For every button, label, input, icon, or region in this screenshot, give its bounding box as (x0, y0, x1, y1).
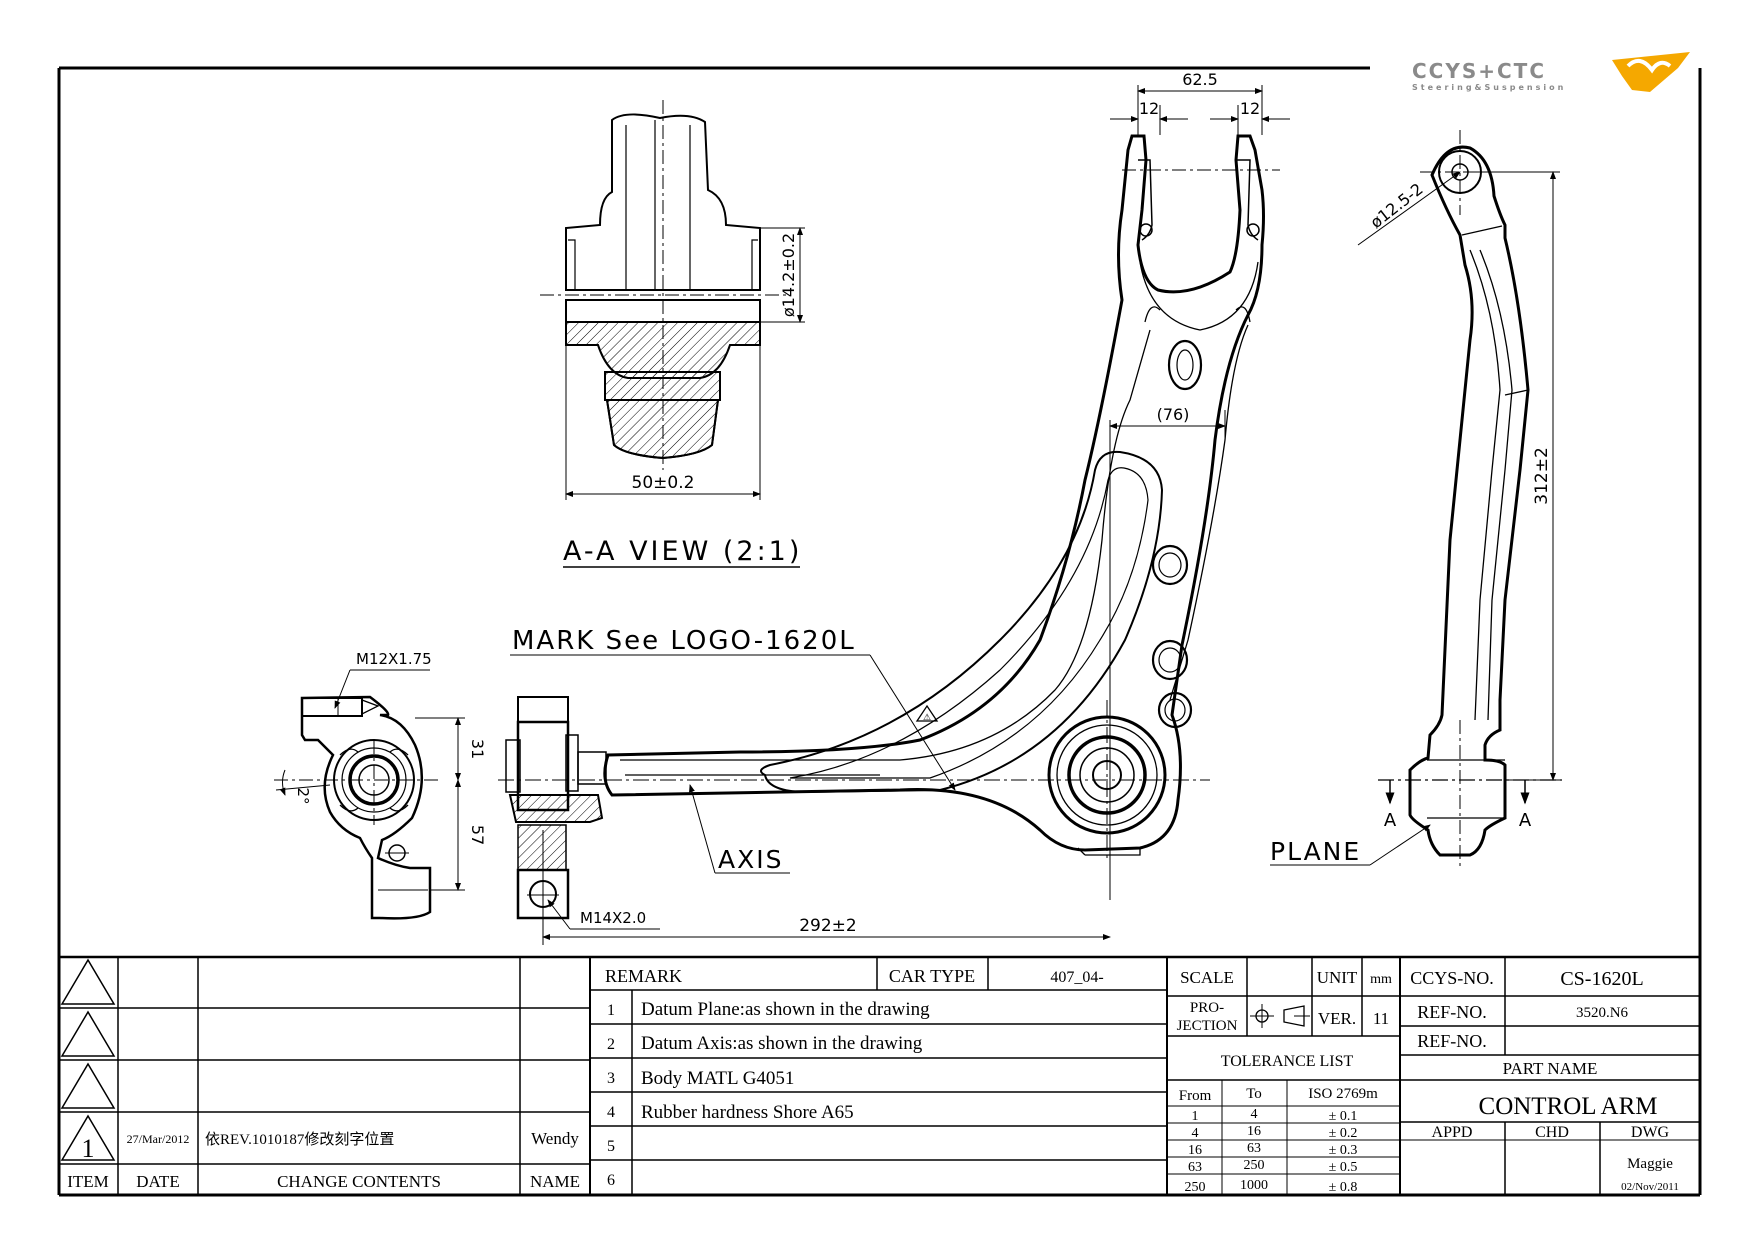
section-mark-right: A (1519, 810, 1532, 831)
thread-bottom: M14X2.0 (580, 909, 646, 927)
dim-height: 312±2 (1532, 447, 1552, 505)
logo-wing-icon (1612, 52, 1690, 92)
thread-top: M12X1.75 (356, 650, 432, 668)
scale-label: SCALE (1180, 968, 1234, 987)
rev-header-name: NAME (530, 1172, 580, 1191)
remark-text-3: Body MATL G4051 (641, 1068, 794, 1089)
tolerance-value: ± 0.8 (1329, 1180, 1358, 1195)
ref-no-label-2: REF-NO. (1417, 1031, 1487, 1051)
part-info-block: CCYS-NO. CS-1620L REF-NO. 3520.N6 REF-NO… (1410, 968, 1679, 1193)
company-logo: CCYS+CTC Steering&Suspension (1412, 52, 1690, 92)
revision-block: 1 27/Mar/2012 依REV.1010187修改刻字位置 Wendy I… (67, 1129, 580, 1191)
logo-brand: CCYS+CTC (1412, 59, 1546, 83)
axis-label: AXIS (718, 845, 783, 874)
remark-num-4: 4 (607, 1104, 615, 1121)
tolerance-value: ± 0.3 (1329, 1143, 1358, 1158)
rev-header-item: ITEM (67, 1172, 109, 1191)
frame (57, 66, 1702, 1197)
dim-arm-ref: (76) (1157, 405, 1190, 424)
tolerance-header-to: To (1246, 1086, 1262, 1102)
tolerance-from: 16 (1188, 1143, 1202, 1158)
rev-date: 27/Mar/2012 (127, 1132, 190, 1146)
remark-num-3: 3 (607, 1070, 615, 1087)
dwg-label: DWG (1631, 1124, 1670, 1141)
car-type-label: CAR TYPE (889, 966, 975, 986)
rev-header-change: CHANGE CONTENTS (277, 1172, 441, 1191)
unit-label: UNIT (1317, 968, 1358, 987)
dim-length: 292±2 (799, 916, 857, 936)
mark-note: MARK See LOGO-1620L (512, 626, 856, 656)
remarks-block: REMARK CAR TYPE 407_04- 1 Datum Plane:as… (605, 966, 1104, 1189)
remark-text-1: Datum Plane:as shown in the drawing (641, 999, 930, 1020)
remark-num-1: 1 (607, 1002, 615, 1019)
dim-angle: 2° (294, 787, 312, 804)
tolerance-header-iso: ISO 2769m (1308, 1086, 1378, 1102)
dim-fork-span: 62.5 (1182, 70, 1218, 89)
tolerance-value: ± 0.1 (1329, 1109, 1358, 1124)
rev-change: 依REV.1010187修改刻字位置 (205, 1131, 394, 1148)
ccys-no-label: CCYS-NO. (1410, 968, 1494, 988)
rev-name: Wendy (531, 1129, 579, 1148)
chd-label: CHD (1535, 1124, 1569, 1141)
logo-tagline: Steering&Suspension (1412, 83, 1566, 92)
plane-label: PLANE (1270, 837, 1361, 866)
scale-block: SCALE UNIT mm PRO- JECTION VER. 11 (1177, 968, 1392, 1034)
ver-value: 11 (1373, 1009, 1389, 1028)
remark-text-4: Rubber hardness Shore A65 (641, 1102, 854, 1123)
section-title: A-A VIEW (2:1) (563, 536, 802, 567)
dim-ball-dia: ø12.5-2 (1367, 179, 1427, 232)
side-view (1270, 130, 1562, 870)
tolerance-to: 4 (1251, 1107, 1258, 1122)
tolerance-from: 1 (1192, 1109, 1199, 1124)
tolerance-to: 250 (1244, 1158, 1265, 1173)
tolerance-from: 250 (1185, 1180, 1206, 1195)
dim-31: 31 (468, 739, 487, 759)
ref-no-value-1: 3520.N6 (1576, 1005, 1629, 1021)
title-block-lines (59, 955, 1700, 1195)
tolerance-value: ± 0.5 (1329, 1160, 1358, 1175)
ver-label: VER. (1318, 1009, 1356, 1028)
projection-label-2: JECTION (1177, 1018, 1238, 1034)
remark-num-6: 6 (607, 1172, 615, 1189)
appd-label: APPD (1432, 1124, 1473, 1141)
tolerance-to: 16 (1247, 1124, 1261, 1139)
ref-no-label-1: REF-NO. (1417, 1002, 1487, 1022)
dim-bush-diameter: ø14.2±0.2 (779, 233, 798, 317)
unit-value: mm (1370, 972, 1392, 987)
projection-label-1: PRO- (1190, 1000, 1224, 1016)
rev-item: 1 (82, 1134, 95, 1163)
control-arm-plan-view (498, 85, 1290, 945)
tolerance-from: 63 (1188, 1160, 1202, 1175)
remark-text-2: Datum Axis:as shown in the drawing (641, 1033, 923, 1054)
remark-num-5: 5 (607, 1138, 615, 1155)
part-name: CONTROL ARM (1479, 1093, 1658, 1120)
section-view-aa (540, 100, 805, 500)
tolerance-to: 1000 (1240, 1178, 1268, 1193)
end-view (274, 669, 465, 920)
part-name-label: PART NAME (1503, 1059, 1598, 1078)
dim-fork-right: 12 (1240, 99, 1260, 118)
ccys-no-value: CS-1620L (1560, 968, 1643, 990)
remark-title: REMARK (605, 966, 682, 986)
warning-icon: ⚠ (923, 713, 931, 723)
dwg-name: Maggie (1627, 1156, 1673, 1172)
dim-fork-left: 12 (1139, 99, 1159, 118)
tolerance-from: 4 (1192, 1126, 1199, 1141)
dwg-date: 02/Nov/2011 (1621, 1181, 1679, 1193)
tolerance-title: TOLERANCE LIST (1221, 1053, 1354, 1070)
dim-57: 57 (468, 825, 487, 845)
dim-bush-width: 50±0.2 (632, 473, 695, 493)
remark-num-2: 2 (607, 1036, 615, 1053)
tolerance-table: TOLERANCE LIST From To ISO 2769m 1 4 ± 0… (1179, 1053, 1378, 1195)
tolerance-to: 63 (1247, 1141, 1261, 1156)
tolerance-value: ± 0.2 (1329, 1126, 1358, 1141)
section-mark-left: A (1384, 810, 1397, 831)
rev-header-date: DATE (136, 1172, 179, 1191)
car-type-value: 407_04- (1050, 969, 1103, 986)
tolerance-header-from: From (1179, 1088, 1212, 1104)
